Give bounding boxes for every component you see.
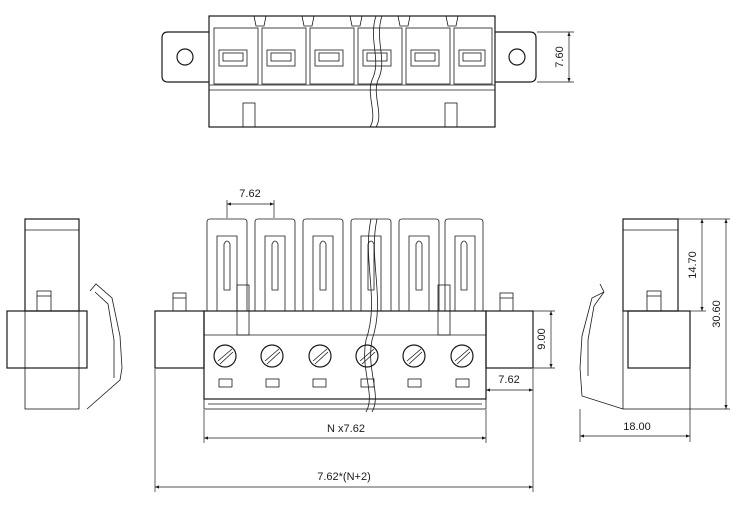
break-line-front	[364, 218, 372, 413]
dim-side-width: 18.00	[623, 421, 651, 433]
dim-total-length: 7.62*(N+2)	[317, 471, 371, 483]
side-view-right: 14.70 30.60 18.00	[579, 218, 730, 442]
top-body	[208, 15, 496, 128]
front-body	[203, 310, 487, 400]
mount-hole-left	[176, 48, 194, 66]
top-view: 7.60	[161, 15, 574, 128]
top-flange-left	[161, 31, 209, 83]
dim-side-total: 30.60	[711, 300, 723, 328]
top-flange-right	[495, 31, 537, 83]
dim-pitch: 7.62	[239, 188, 260, 200]
front-view: 7.62 9.00 7.62 N x7.62 7.62*(N+2)	[154, 188, 555, 492]
top-pole-blocks	[213, 15, 493, 85]
wire-entry-slots	[218, 378, 470, 388]
front-flange-right	[485, 310, 534, 369]
mount-hole-right	[508, 48, 526, 66]
front-pole-housings	[206, 218, 484, 311]
front-flange-left	[154, 310, 205, 369]
side-view-left	[6, 218, 123, 410]
screw-row	[213, 344, 474, 368]
dim-end-offset: 7.62	[498, 374, 519, 386]
dim-n-pitch: N x7.62	[327, 423, 365, 435]
dim-top-height: 7.60	[554, 46, 566, 67]
dim-side-upper: 14.70	[687, 251, 699, 279]
dim-screw-height: 9.00	[536, 328, 548, 349]
break-line-top	[369, 15, 377, 128]
